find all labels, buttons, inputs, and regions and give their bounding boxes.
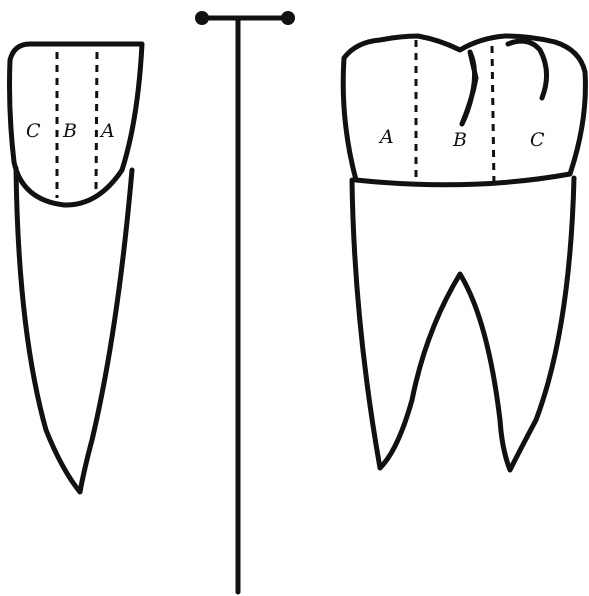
center-t-bar <box>195 11 295 592</box>
left-tooth-label-a: A <box>99 120 115 142</box>
t-bar-right-knob <box>281 11 295 25</box>
left-tooth-dashed-line-a <box>96 52 97 190</box>
right-tooth-fissure <box>462 52 476 124</box>
right-tooth-label-c: C <box>530 129 545 151</box>
left-tooth: C B A <box>10 44 143 492</box>
right-tooth-groove <box>508 41 547 98</box>
t-bar-left-knob <box>195 11 209 25</box>
left-tooth-root-outline <box>16 168 132 492</box>
right-tooth-label-b: B <box>452 129 467 151</box>
left-tooth-label-c: C <box>26 120 41 142</box>
right-tooth-root-outline <box>352 178 574 470</box>
right-tooth-label-a: A <box>378 126 394 148</box>
right-tooth: A B C <box>343 36 585 470</box>
right-tooth-crown-outline <box>343 36 585 185</box>
right-tooth-dashed-line-b <box>492 46 494 186</box>
left-tooth-label-b: B <box>62 120 77 142</box>
